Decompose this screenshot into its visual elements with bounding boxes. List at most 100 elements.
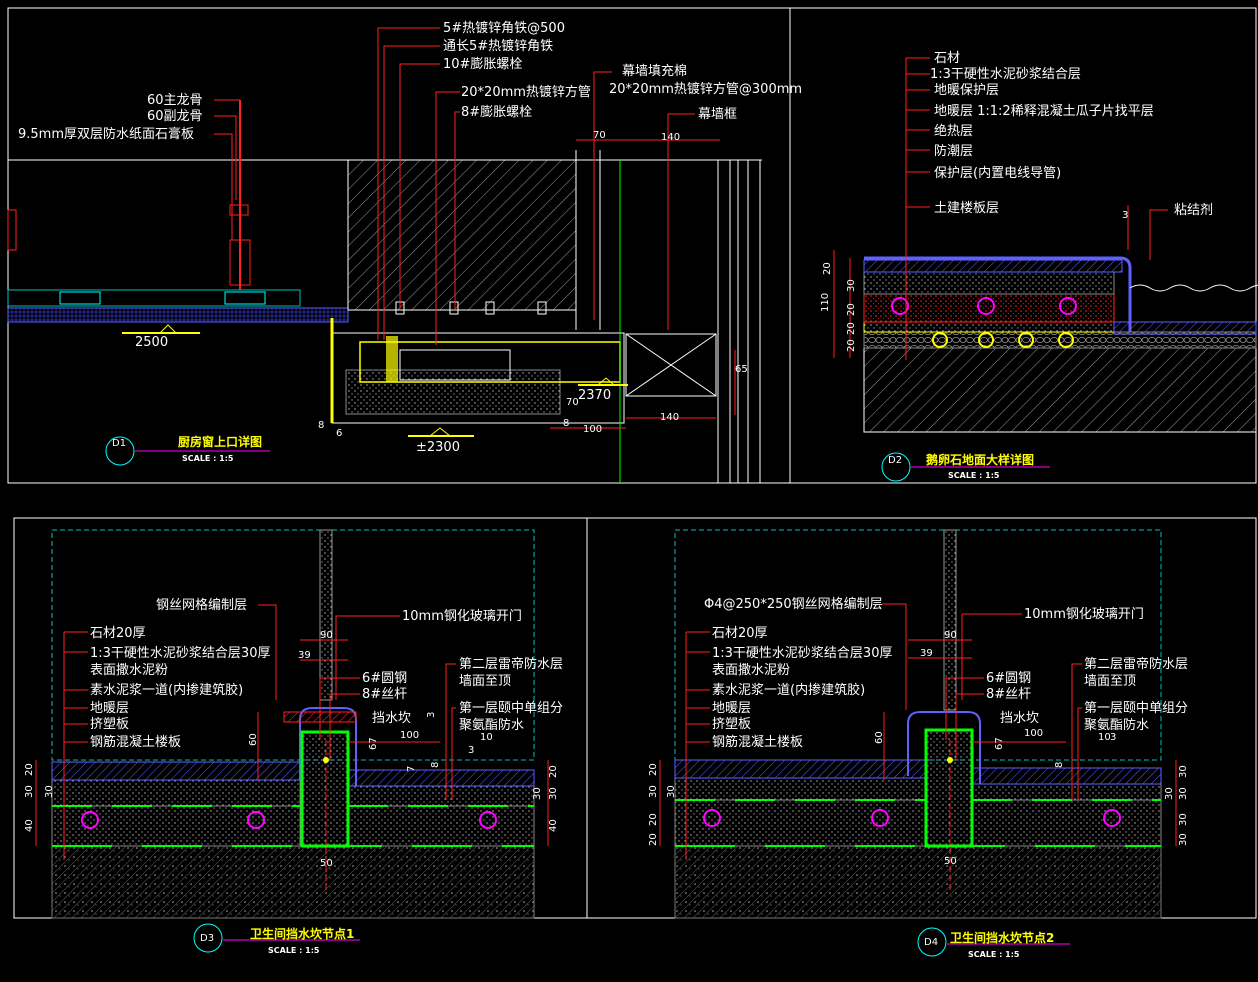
d3-dim-7: 7 <box>406 766 417 772</box>
detail-d2 <box>833 57 1258 482</box>
d4-dim-left-30-b: 30 <box>666 785 677 798</box>
d4-label-waterproof-2: 第二层雷帝防水层 <box>1084 656 1188 672</box>
d3-dim-3-a: 3 <box>468 745 474 756</box>
d4-label-screw-rod: 8#丝杆 <box>986 687 1031 702</box>
d3-label-mortar-30: 1:3干硬性水泥砂浆结合层30厚 <box>90 646 270 661</box>
d3-labels: 钢丝网格编制层 10mm钢化玻璃开门 石材20厚 1:3干硬性水泥砂浆结合层30… <box>90 597 563 750</box>
d4-dim-right-30-d: 30 <box>1178 813 1189 826</box>
d3-dim-8: 8 <box>430 762 441 768</box>
d2-label-protection: 保护层(内置电线导管) <box>934 165 1061 181</box>
d2-label-moisture: 防潮层 <box>934 143 973 159</box>
d1-label-main-keel: 60主龙骨 <box>147 93 203 108</box>
d1-title: 厨房窗上口详图 <box>178 434 262 449</box>
d3-dim-60: 60 <box>248 733 259 746</box>
d3-label-waterproof-2: 第二层雷帝防水层 <box>459 656 563 672</box>
d2-dim-3: 3 <box>1122 210 1128 221</box>
d3-label-cement-slurry: 素水泥浆一道(内掺建筑胶) <box>90 682 243 698</box>
d1-labels: 5#热镀锌角铁@500 通长5#热镀锌角铁 10#膨胀螺栓 20*20mm热镀锌… <box>18 20 802 142</box>
d1-tag: D1 <box>112 438 126 449</box>
d1-dim-70-side: 70 <box>566 397 579 408</box>
d1-label-angle-iron-500: 5#热镀锌角铁@500 <box>443 20 565 36</box>
d2-dim-20-b: 20 <box>846 303 857 316</box>
d2-dim-20-a: 20 <box>822 262 833 275</box>
d3-label-glass-door: 10mm钢化玻璃开门 <box>402 609 522 624</box>
d1-label-sub-keel: 60副龙骨 <box>147 109 203 124</box>
d4-label-steel-mesh: Φ4@250*250钢丝网格编制层 <box>704 596 883 612</box>
d1-dim-65: 65 <box>735 364 748 375</box>
d3-label-wall-to-top: 墙面至顶 <box>459 674 511 689</box>
d2-label-mortar: 1:3干硬性水泥砂浆结合层 <box>930 67 1081 82</box>
d2-dim-20-d: 20 <box>846 339 857 352</box>
d4-dim-left-20-c: 20 <box>648 833 659 846</box>
d4-dims: 90 39 60 67 100 10 3 8 50 20 30 30 20 20… <box>648 630 1189 959</box>
d3-label-xps: 挤塑板 <box>90 717 129 732</box>
d3-dim-100: 100 <box>400 730 419 741</box>
d4-label-rc-slab: 钢筋混凝土楼板 <box>712 734 803 750</box>
d2-label-insulation: 绝热层 <box>934 123 973 139</box>
d3-label-threshold: 挡水坎 <box>372 711 411 726</box>
d2-label-heating-layer: 地暖层 1:1:2稀释混凝土瓜子片找平层 <box>934 103 1154 119</box>
d4-label-glass-door: 10mm钢化玻璃开门 <box>1024 607 1144 622</box>
d2-label-slab: 土建楼板层 <box>934 201 999 216</box>
d4-labels: Φ4@250*250钢丝网格编制层 10mm钢化玻璃开门 石材20厚 1:3干硬… <box>704 596 1188 750</box>
panel-frames <box>7 7 1257 919</box>
d4-label-xps: 挤塑板 <box>712 717 751 732</box>
d4-dim-right-30-a: 30 <box>1178 765 1189 778</box>
d1-dim-70: 70 <box>593 130 606 141</box>
d1-label-square-tube: 20*20mm热镀锌方管 <box>461 84 591 100</box>
detail-d3 <box>35 529 549 953</box>
d3-dim-right-30-b: 30 <box>532 787 543 800</box>
d3-dim-right-40: 40 <box>548 819 559 832</box>
d2-labels: 石材 1:3干硬性水泥砂浆结合层 地暖保护层 地暖层 1:1:2稀释混凝土瓜子片… <box>930 51 1213 218</box>
d3-dim-left-30-b: 30 <box>44 785 55 798</box>
d1-label-gypsum-board: 9.5mm厚双层防水纸面石膏板 <box>18 126 194 142</box>
d4-label-waterproof-1: 第一层颐中单组分 <box>1084 701 1188 716</box>
d3-title: 卫生间挡水坎节点1 <box>250 926 354 941</box>
d4-dim-right-30-b: 30 <box>1164 787 1175 800</box>
d3-label-polyurethane: 聚氨酯防水 <box>459 717 524 733</box>
d2-dims: 20 30 20 20 20 110 3 D2 鹅卵石地面大样详图 SCALE … <box>820 210 1128 480</box>
d2-dim-20-c: 20 <box>846 322 857 335</box>
d1-label-insulation: 幕墙填充棉 <box>622 63 687 79</box>
d4-dim-left-30-a: 30 <box>648 785 659 798</box>
d4-label-heating: 地暖层 <box>712 701 751 716</box>
d3-dim-67: 67 <box>368 737 379 750</box>
d4-dim-39: 39 <box>920 648 933 659</box>
d1-label-square-tube-300: 20*20mm热镀锌方管@300mm <box>609 81 802 97</box>
d4-label-stone-20: 石材20厚 <box>712 626 768 641</box>
d2-dim-30: 30 <box>846 279 857 292</box>
d3-dim-3-b: 3 <box>426 712 437 718</box>
d4-dim-8: 8 <box>1054 762 1065 768</box>
d4-label-cement-slurry: 素水泥浆一道(内掺建筑胶) <box>712 682 865 698</box>
d4-dim-3: 3 <box>1110 732 1116 743</box>
d3-label-waterproof-1: 第一层颐中单组分 <box>459 701 563 716</box>
detail-d1 <box>7 27 762 484</box>
d3-label-heating: 地暖层 <box>90 701 129 716</box>
d1-label-expansion-bolt-10: 10#膨胀螺栓 <box>443 57 522 72</box>
d4-dim-left-20: 20 <box>648 763 659 776</box>
d3-dim-left-30-a: 30 <box>24 785 35 798</box>
d1-level-2300: ±2300 <box>416 440 460 455</box>
d3-label-cement-powder: 表面撒水泥粉 <box>90 662 168 678</box>
d3-dim-39: 39 <box>298 650 311 661</box>
d1-label-curtain-frame: 幕墙框 <box>698 107 737 122</box>
d4-dim-right-30-e: 30 <box>1178 833 1189 846</box>
d1-level-2500: 2500 <box>135 335 168 350</box>
d1-level-2370: 2370 <box>578 388 611 403</box>
d3-dim-left-20: 20 <box>24 763 35 776</box>
d4-dim-60: 60 <box>874 731 885 744</box>
d3-dim-90: 90 <box>320 630 333 641</box>
d2-scale: SCALE : 1:5 <box>948 471 1000 480</box>
d4-dim-90: 90 <box>944 630 957 641</box>
d4-dim-10: 10 <box>1098 732 1111 743</box>
d4-label-mortar-30: 1:3干硬性水泥砂浆结合层30厚 <box>712 646 892 661</box>
d4-dim-right-30-c: 30 <box>1178 787 1189 800</box>
d2-label-heating-protect: 地暖保护层 <box>934 83 999 98</box>
detail-d4 <box>659 529 1177 957</box>
d4-label-threshold: 挡水坎 <box>1000 711 1039 726</box>
d3-label-round-steel: 6#圆钢 <box>362 671 407 686</box>
d3-dims: 90 39 60 67 100 10 3 3 8 7 50 20 30 30 4… <box>24 630 559 955</box>
d1-dims: 70 140 140 2500 2370 ±2300 100 70 8 8 6 … <box>112 130 748 463</box>
d4-label-cement-powder: 表面撒水泥粉 <box>712 662 790 678</box>
d4-title: 卫生间挡水坎节点2 <box>950 930 1054 945</box>
